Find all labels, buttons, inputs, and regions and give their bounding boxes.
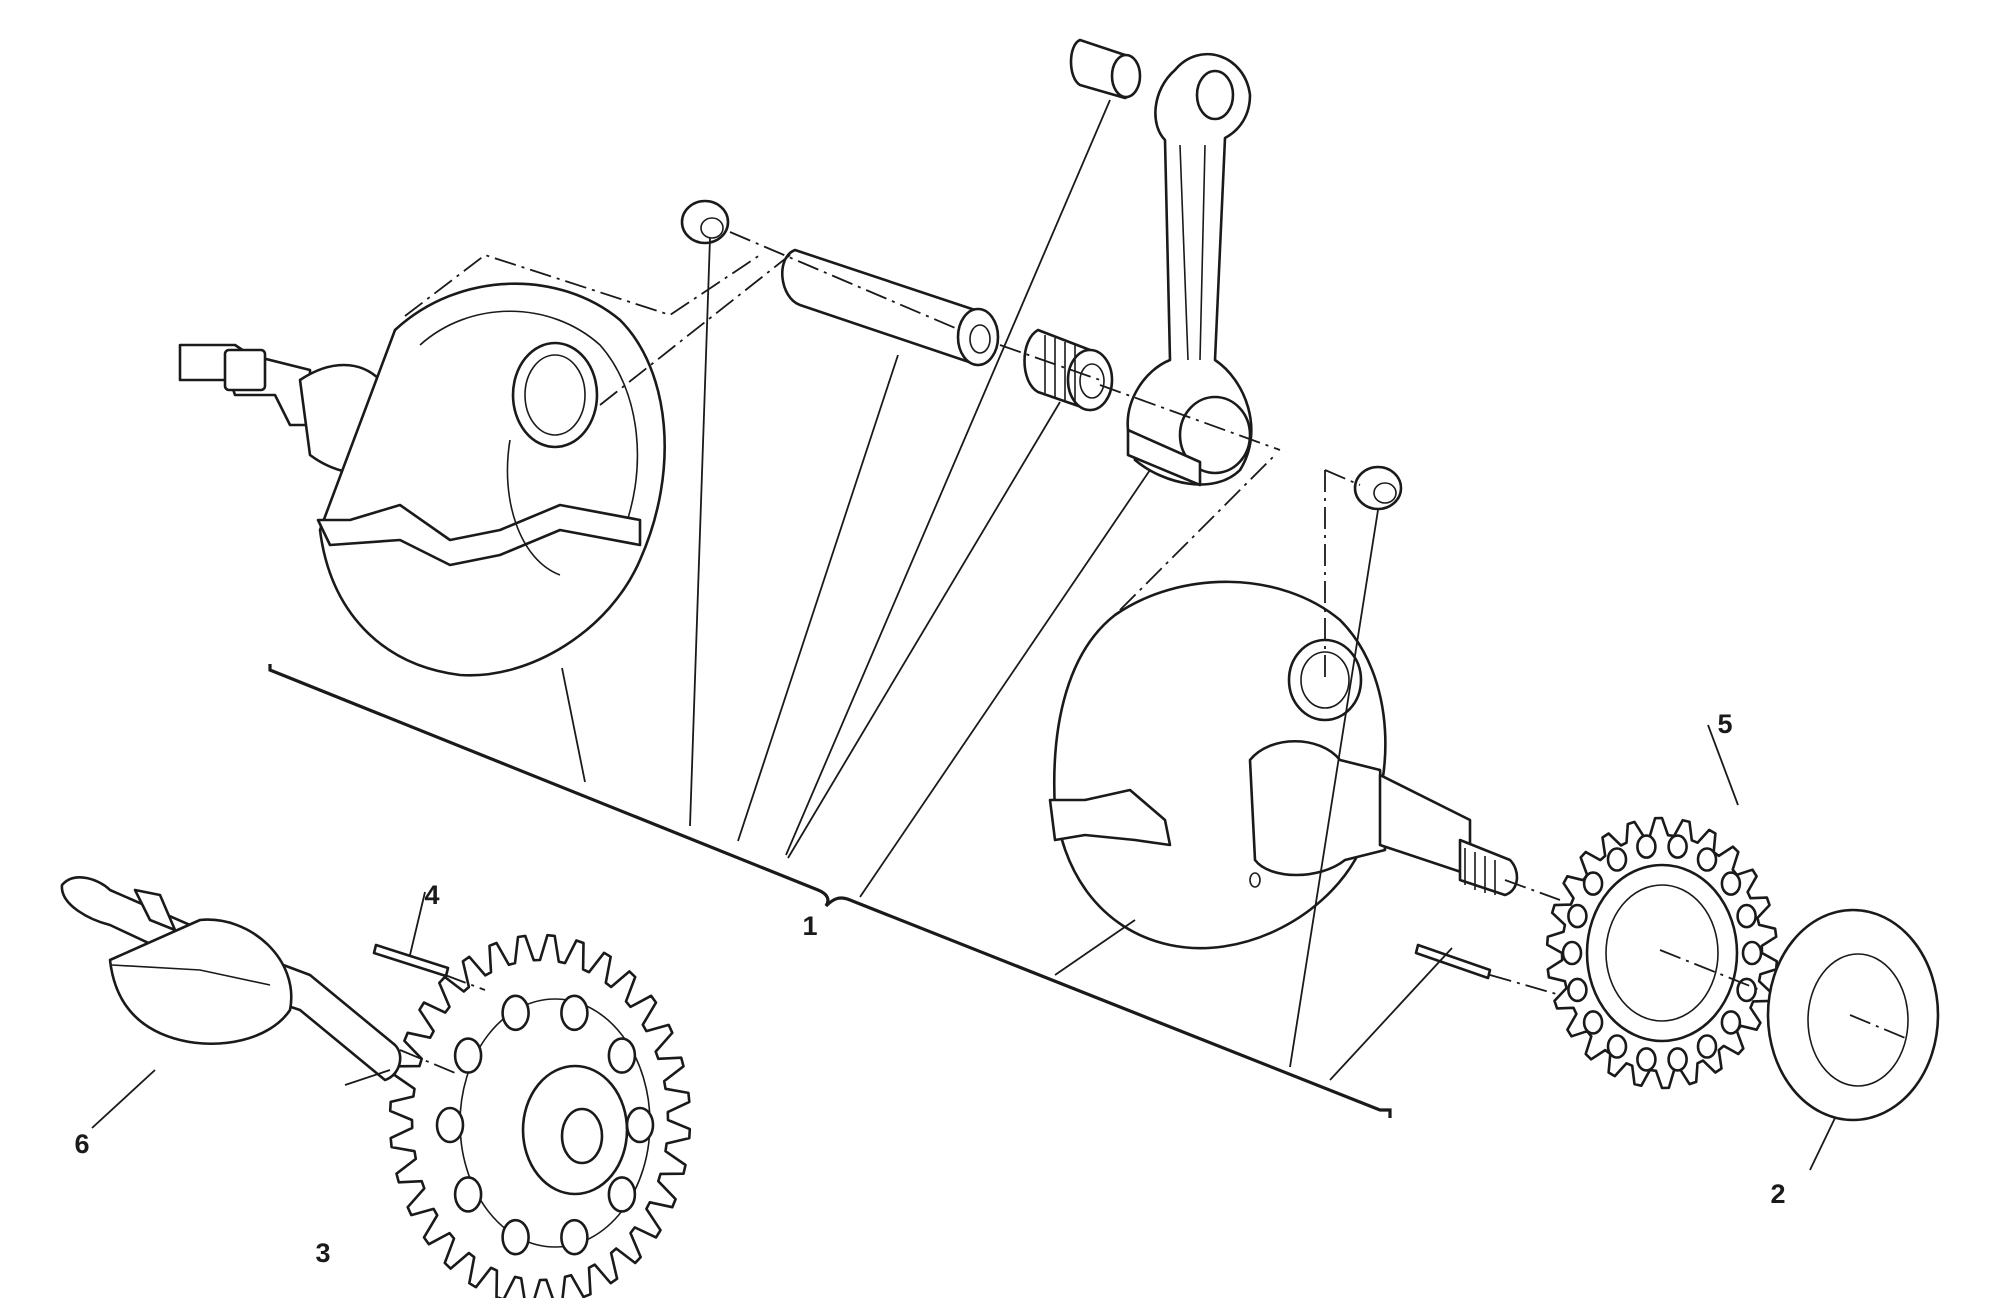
gear-hole <box>1567 903 1588 929</box>
gear-hole <box>1667 834 1688 859</box>
callout-2: 2 <box>1770 1179 1785 1209</box>
gear-hole <box>1667 1047 1688 1072</box>
balancer-drive-gear <box>388 933 692 1298</box>
gear-hole <box>607 1037 637 1074</box>
gear-hole <box>1720 871 1742 896</box>
gear-hole <box>1736 903 1757 929</box>
gear-hole <box>453 1176 483 1213</box>
washer <box>1766 908 1940 1122</box>
gear-hole <box>501 1218 530 1256</box>
gear-hole <box>1696 1034 1718 1059</box>
thrust-washer-left <box>680 199 730 245</box>
callout-4: 4 <box>424 880 439 910</box>
gear-hole <box>1561 940 1583 966</box>
gear-hole <box>1567 977 1588 1003</box>
gear-hole <box>1582 871 1604 896</box>
gear-hole <box>435 1106 465 1144</box>
callout-labels: 1 2 3 4 5 6 <box>74 709 1785 1268</box>
gear-hole <box>453 1037 483 1074</box>
balancer-shaft <box>60 876 402 1082</box>
gear-hole <box>625 1106 655 1144</box>
gear-hole <box>1736 977 1757 1003</box>
gear-hole <box>501 994 530 1032</box>
crank-pin <box>781 248 1000 367</box>
dowel-pin-right <box>1414 943 1492 980</box>
gear-hole <box>1741 940 1763 966</box>
thrust-washer-right <box>1353 465 1403 511</box>
callout-5: 5 <box>1717 709 1732 739</box>
small-end-bushing <box>1069 38 1142 100</box>
leader-lines <box>91 99 1836 1171</box>
callout-3: 3 <box>315 1238 330 1268</box>
gear-hole <box>1606 1034 1628 1059</box>
gear-hole <box>1696 847 1718 872</box>
right-crank-half <box>1048 580 1519 950</box>
gear-hole <box>1636 834 1657 859</box>
needle-bearing <box>1023 328 1114 412</box>
assembly-bracket <box>268 664 1392 1118</box>
gear-hole <box>560 1218 589 1256</box>
gear-hole <box>1720 1010 1742 1035</box>
gear-hole <box>560 994 589 1032</box>
left-crank-half <box>178 282 666 677</box>
connecting-rod <box>1126 52 1253 487</box>
callout-1: 1 <box>802 911 817 941</box>
assembly-centerlines <box>399 231 1911 1076</box>
gear-hole <box>1606 847 1628 872</box>
gear-hole <box>1582 1010 1604 1035</box>
crank-sprocket-gear <box>1545 816 1779 1090</box>
gear-hole <box>607 1176 637 1213</box>
callout-6: 6 <box>74 1129 89 1159</box>
gear-hole <box>1636 1047 1657 1072</box>
